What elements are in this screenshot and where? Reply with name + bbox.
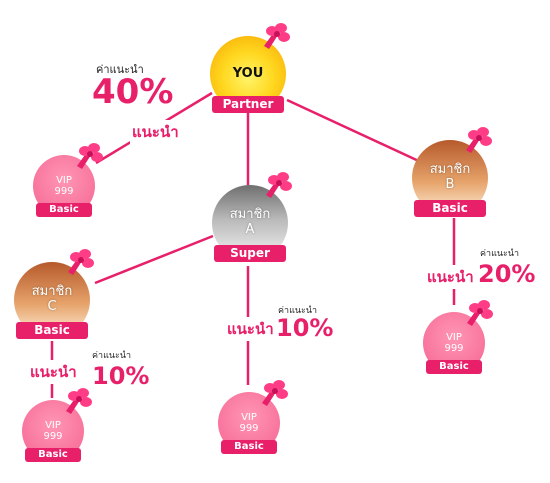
node-vip-4: VIP 999 Basic [423,300,493,374]
node-vip-3: VIP 999 Basic [218,380,288,454]
node-you: YOU Partner [210,23,290,114]
super-badge: Super [214,245,286,262]
vip-2-line2: 999 [43,431,63,442]
bow-icon [467,300,493,326]
refer-label-b: แนะนำ [427,265,474,289]
bow-icon [77,143,103,169]
member-c-line1: สมาชิก [31,284,73,300]
vip-4-line1: VIP [446,331,462,343]
vip-2-line1: VIP [45,419,61,431]
member-c-badge: Basic [16,322,88,339]
commission-pct-c: 10% [92,362,150,390]
member-a-line2: A [245,222,255,237]
bow-icon [466,127,492,153]
bow-icon [266,172,292,198]
vip-3-line2: 999 [239,423,259,434]
vip-1-badge: Basic [36,203,92,217]
commission-caption-you: ค่าแนะนำ [96,63,144,76]
bow-icon [66,388,92,414]
commission-pct-b: 20% [478,260,536,288]
bow-icon [68,249,94,275]
node-member-c: สมาชิก C Basic [14,249,94,340]
refer-label-a: แนะนำ [227,317,274,341]
you-title: YOU [232,65,264,81]
commission-caption-a: ค่าแนะนำ [278,306,318,316]
vip-1-line1: VIP [56,174,72,186]
vip-3-line1: VIP [241,411,257,423]
vip-3-badge: Basic [221,440,277,454]
bow-icon [264,23,290,49]
member-c-line2: C [47,299,57,314]
vip-4-badge: Basic [426,360,482,374]
refer-label-vip1: แนะนำ [130,120,181,144]
member-b-line2: B [445,177,455,192]
member-a-line1: สมาชิก [229,207,271,223]
commission-caption-c: ค่าแนะนำ [92,351,132,361]
node-member-a: สมาชิก A Super [212,172,292,263]
node-vip-1: VIP 999 Basic [33,143,103,217]
commission-caption-b: ค่าแนะนำ [480,249,520,259]
vip-2-badge: Basic [25,448,81,462]
line-you-to-member-b [286,98,424,165]
vip-1-line2: 999 [54,186,74,197]
refer-label-c: แนะนำ [30,360,77,384]
line-member-a-to-member-c [94,234,214,285]
partner-badge: Partner [212,96,284,113]
bow-icon [262,380,288,406]
node-member-b: สมาชิก B Basic [412,127,492,218]
node-vip-2: VIP 999 Basic [22,388,92,462]
commission-pct-a: 10% [276,314,334,342]
commission-pct-you: 40% [92,72,174,112]
vip-4-line2: 999 [444,343,464,354]
member-b-badge: Basic [414,200,486,217]
member-b-line1: สมาชิก [429,162,471,178]
